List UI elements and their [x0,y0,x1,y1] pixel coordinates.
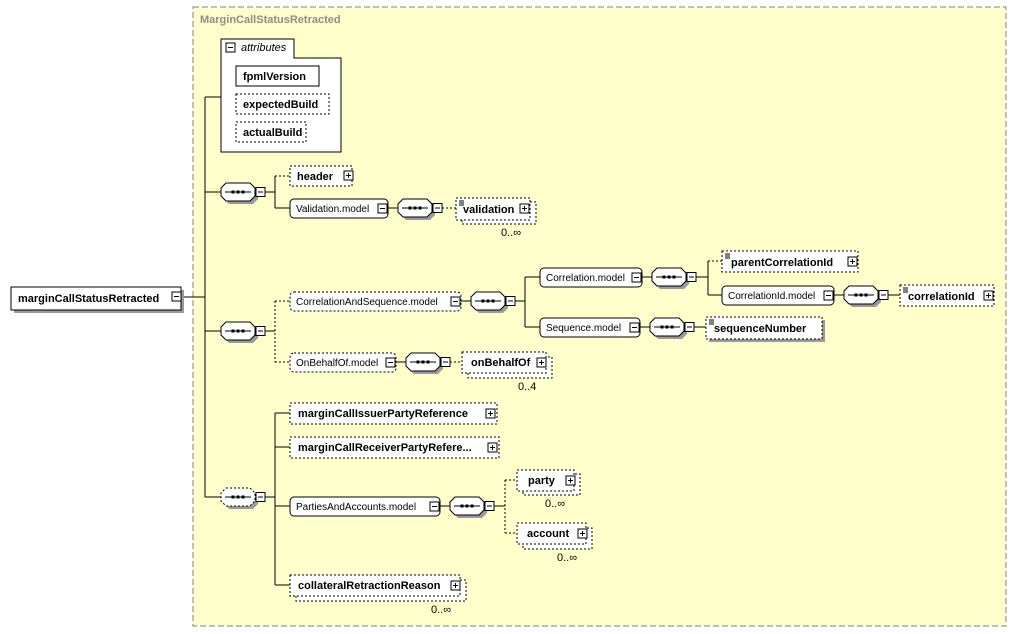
attribute-label: expectedBuild [243,99,318,111]
validation-cardinality: 0..∞ [501,227,521,239]
sequence-compositor-parties-and-accounts[interactable] [449,496,495,518]
attribute-label: actualBuild [243,127,302,139]
validation-label: validation [463,204,515,216]
sequence-compositor-correlation-group[interactable] [220,321,266,343]
parent-correlation-id-expand-icon[interactable] [847,256,858,267]
header-label: header [297,171,334,183]
sequence-compositor-correlation[interactable] [651,267,697,289]
root-element-label: marginCallStatusRetracted [18,293,159,305]
correlation-and-sequence-collapse-icon[interactable] [450,296,461,307]
sequence-compositor-sequence[interactable] [649,317,695,339]
account-expand-icon[interactable] [577,528,588,539]
correlation-id-model-collapse-icon[interactable] [823,290,834,301]
sequence-compositor-validation[interactable] [397,198,443,220]
sequence-compositor-on-behalf-of[interactable] [405,352,451,374]
on-behalf-of-label: onBehalfOf [471,357,531,369]
sequence-model-collapse-icon[interactable] [629,322,640,333]
correlation-model-label: Correlation.model [546,273,625,284]
correlation-id-model-label: CorrelationId.model [728,291,815,302]
sequence-compositor-correlation-id[interactable] [843,285,889,307]
collateral-retraction-reason-label: collateralRetractionReason [298,580,441,592]
attributes-title: attributes [241,42,287,54]
root-collapse-icon[interactable] [171,291,182,302]
parties-and-accounts-collapse-icon[interactable] [429,501,440,512]
validation-model-label: Validation.model [296,204,369,215]
complex-type-title: MarginCallStatusRetracted [200,14,341,26]
attribute-label: fpmlVersion [243,71,306,83]
correlation-model-group[interactable] [539,267,643,288]
on-behalf-of-model-collapse-icon[interactable] [385,357,396,368]
validation-model-collapse-icon[interactable] [377,203,388,214]
sequence-compositor-parties-group[interactable] [220,487,266,509]
attributes-collapse-icon[interactable] [225,42,236,53]
margin-call-issuer-party-reference-label: marginCallIssuerPartyReference [298,408,468,420]
account-element[interactable] [516,522,587,545]
sequence-compositor-correlation-and-sequence[interactable] [470,291,516,313]
sequence-number-element[interactable] [705,316,823,340]
collateral-retraction-reason-expand-icon[interactable] [450,580,461,591]
attribute-fpmlversion[interactable] [235,65,320,87]
account-cardinality: 0..∞ [557,552,577,564]
correlation-id-expand-icon[interactable] [983,290,994,301]
list-icon [725,253,730,259]
correlation-id-model-group[interactable] [721,285,835,306]
validation-expand-icon[interactable] [519,203,530,214]
parent-correlation-id-element[interactable] [721,250,859,273]
validation-model-group[interactable] [289,198,389,219]
parties-and-accounts-model-group[interactable] [289,496,441,517]
correlation-and-sequence-model-group[interactable] [289,291,462,312]
attribute-actualbuild[interactable] [235,121,307,143]
issuer-party-reference-expand-icon[interactable] [485,408,496,419]
sequence-compositor-header-group[interactable] [220,182,266,204]
parties-and-accounts-model-label: PartiesAndAccounts.model [296,502,416,513]
sequence-number-label: sequenceNumber [714,323,807,335]
party-label: party [528,475,556,487]
correlation-and-sequence-model-label: CorrelationAndSequence.model [296,297,438,308]
party-expand-icon[interactable] [565,475,576,486]
party-element[interactable] [516,469,575,492]
attributes-panel: attributes fpmlVersion expectedBuild act… [220,38,342,153]
on-behalf-of-element[interactable] [461,351,547,374]
correlation-id-label: correlationId [908,291,975,303]
validation-element[interactable] [455,197,531,221]
attribute-expectedbuild[interactable] [235,93,330,115]
correlation-id-element[interactable] [899,284,995,307]
list-icon [903,287,908,293]
parent-correlation-id-label: parentCorrelationId [731,257,833,269]
receiver-party-reference-expand-icon[interactable] [487,442,498,453]
margin-call-issuer-party-reference-element[interactable] [289,402,498,425]
party-cardinality: 0..∞ [545,498,565,510]
margin-call-receiver-party-reference-label: marginCallReceiverPartyRefere... [298,442,472,454]
collateral-retraction-reason-cardinality: 0..∞ [431,604,451,616]
sequence-model-label: Sequence.model [546,323,621,334]
on-behalf-of-expand-icon[interactable] [536,357,547,368]
on-behalf-of-cardinality: 0..4 [518,381,536,393]
header-expand-icon[interactable] [343,170,354,181]
list-icon [459,200,464,206]
margin-call-receiver-party-reference-element[interactable] [289,436,500,459]
list-icon [709,319,714,325]
sequence-model-group[interactable] [539,317,641,338]
on-behalf-of-model-group[interactable] [289,352,397,373]
on-behalf-of-model-label: OnBehalfOf.model [296,358,378,369]
correlation-model-collapse-icon[interactable] [631,272,642,283]
account-label: account [527,528,570,540]
